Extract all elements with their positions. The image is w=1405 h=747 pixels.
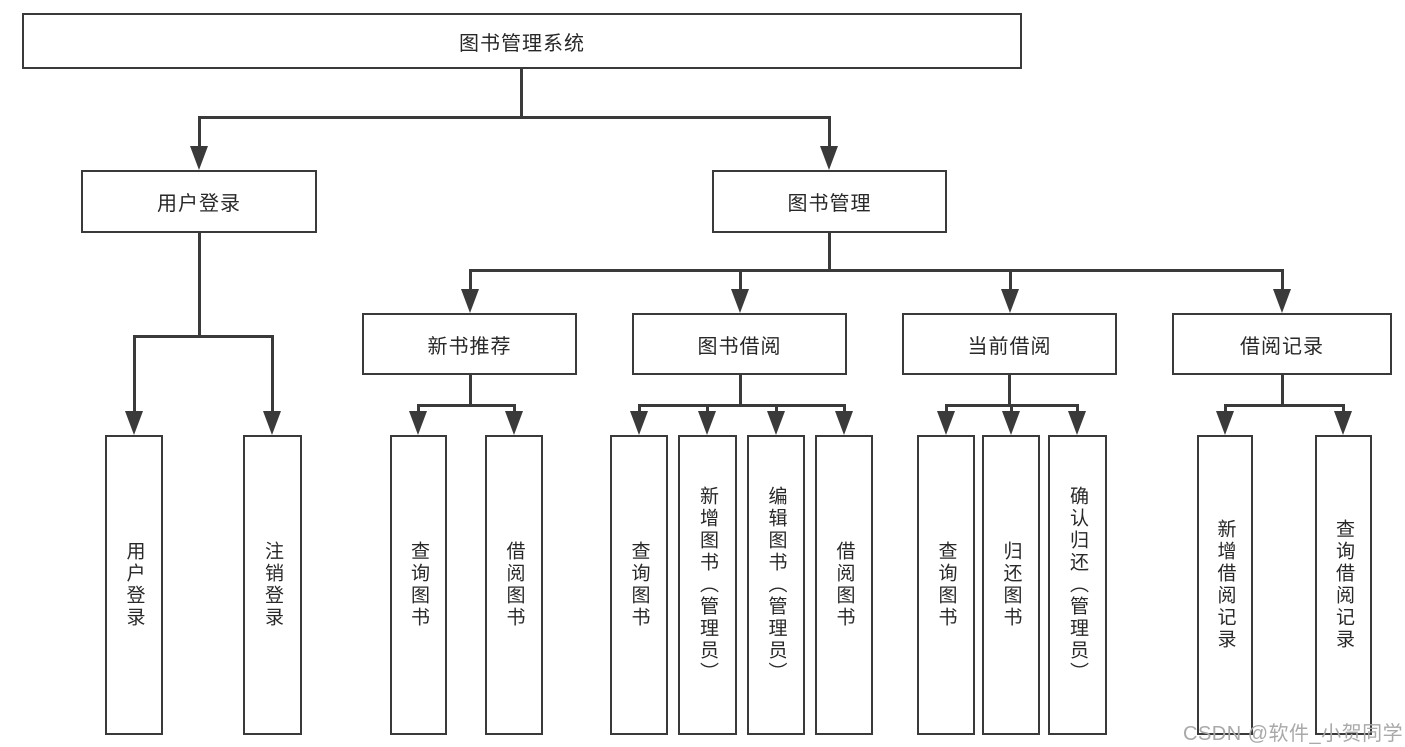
connector-bus-new-book-rec	[417, 404, 516, 407]
node-book-borrow: 图书借阅	[632, 313, 847, 375]
leaf-label: 用户登录	[123, 541, 145, 629]
arrowhead-leaf-3	[505, 411, 523, 435]
leaf-label: 查询图书	[935, 541, 957, 629]
arrowhead-borrow-record	[1273, 289, 1291, 313]
connector-drop-leaf-11	[1224, 404, 1227, 414]
connector-bus-level3	[469, 269, 1284, 272]
leaf-label: 归还图书	[1000, 541, 1022, 629]
leaf-label: 确认归还（管理员）	[1067, 486, 1088, 684]
connector-bus-book-borrow	[638, 404, 846, 407]
connector-drop-book-borrow	[739, 269, 742, 291]
leaf-label: 查询图书	[408, 541, 429, 629]
leaf-query-books-borrow: 查询图书	[610, 435, 668, 735]
connector-drop-leaf-2	[417, 404, 420, 414]
leaf-label: 注销登录	[262, 541, 283, 629]
connector-drop-leaf-7	[843, 404, 846, 414]
connector-drop-leaf-8	[945, 404, 948, 414]
connector-drop-leaf-10	[1076, 404, 1079, 414]
leaf-add-borrow-record: 新增借阅记录	[1197, 435, 1253, 735]
connector-book-borrow-stub	[739, 374, 742, 406]
connector-book-mgmt-stub	[828, 232, 831, 272]
leaf-label: 查询图书	[628, 541, 650, 629]
connector-user-login-stub	[198, 232, 201, 336]
connector-drop-leaf-6	[775, 404, 778, 414]
arrowhead-leaf-1	[263, 411, 281, 435]
node-new-book-rec-label: 新书推荐	[427, 335, 512, 358]
node-borrow-record: 借阅记录	[1172, 313, 1392, 375]
connector-drop-user-login	[198, 116, 201, 148]
connector-drop-leaf-0	[133, 335, 136, 413]
leaf-label: 借阅图书	[503, 541, 525, 629]
node-current-borrow: 当前借阅	[902, 313, 1117, 375]
leaf-logout: 注销登录	[243, 435, 302, 735]
arrowhead-leaf-11	[1216, 411, 1234, 435]
leaf-label: 新增借阅记录	[1214, 519, 1236, 651]
connector-drop-leaf-5	[706, 404, 709, 414]
connector-drop-borrow-record	[1281, 269, 1284, 291]
leaf-borrow-books: 借阅图书	[815, 435, 873, 735]
leaf-borrow-books-rec: 借阅图书	[485, 435, 543, 735]
arrowhead-leaf-12	[1334, 411, 1352, 435]
connector-bus-user-login	[133, 335, 274, 338]
arrowhead-leaf-4	[630, 411, 648, 435]
arrowhead-leaf-7	[835, 411, 853, 435]
arrowhead-new-book-rec	[461, 289, 479, 313]
node-current-borrow-label: 当前借阅	[967, 335, 1052, 358]
leaf-query-books-current: 查询图书	[917, 435, 975, 735]
connector-bus-borrow-record	[1224, 404, 1345, 407]
node-new-book-rec: 新书推荐	[362, 313, 577, 375]
node-book-mgmt: 图书管理	[712, 170, 947, 233]
leaf-label: 借阅图书	[833, 541, 855, 629]
node-root-label: 图书管理系统	[459, 32, 585, 55]
arrowhead-book-mgmt	[820, 146, 838, 170]
arrowhead-leaf-6	[767, 411, 785, 435]
arrowhead-leaf-10	[1068, 411, 1086, 435]
leaf-query-books-rec: 查询图书	[390, 435, 447, 735]
connector-drop-leaf-4	[638, 404, 641, 414]
connector-new-book-rec-stub	[469, 374, 472, 406]
connector-drop-leaf-1	[271, 335, 274, 413]
node-user-login-label: 用户登录	[157, 193, 241, 215]
leaf-add-books-admin: 新增图书（管理员）	[678, 435, 737, 735]
arrowhead-leaf-0	[125, 411, 143, 435]
arrowhead-leaf-2	[409, 411, 427, 435]
node-root: 图书管理系统	[22, 13, 1022, 69]
connector-drop-leaf-3	[513, 404, 516, 414]
leaf-label: 编辑图书（管理员）	[765, 486, 787, 684]
node-book-borrow-label: 图书借阅	[697, 335, 782, 358]
arrowhead-leaf-8	[937, 411, 955, 435]
connector-current-borrow-stub	[1008, 374, 1011, 406]
node-book-mgmt-label: 图书管理	[787, 193, 872, 215]
connector-drop-leaf-9	[1010, 404, 1013, 414]
arrowhead-user-login	[190, 146, 208, 170]
connector-drop-book-mgmt	[828, 116, 831, 148]
connector-root-stub	[520, 68, 523, 118]
connector-drop-leaf-12	[1342, 404, 1345, 414]
connector-borrow-record-stub	[1281, 374, 1284, 406]
node-borrow-record-label: 借阅记录	[1240, 335, 1324, 358]
node-user-login: 用户登录	[81, 170, 317, 233]
connector-drop-current-borrow	[1009, 269, 1012, 291]
leaf-label: 查询借阅记录	[1333, 519, 1354, 651]
arrowhead-leaf-9	[1002, 411, 1020, 435]
leaf-query-borrow-record: 查询借阅记录	[1315, 435, 1372, 735]
connector-drop-new-book-rec	[469, 269, 472, 291]
arrowhead-book-borrow	[731, 289, 749, 313]
arrowhead-current-borrow	[1001, 289, 1019, 313]
leaf-user-login: 用户登录	[105, 435, 163, 735]
leaf-label: 新增图书（管理员）	[697, 486, 718, 684]
connector-bus-level2	[198, 116, 831, 119]
csdn-watermark: CSDN @软件_小贺同学	[1183, 723, 1404, 745]
arrowhead-leaf-5	[698, 411, 716, 435]
leaf-edit-books-admin: 编辑图书（管理员）	[747, 435, 805, 735]
leaf-confirm-return-admin: 确认归还（管理员）	[1048, 435, 1107, 735]
leaf-return-books: 归还图书	[982, 435, 1040, 735]
